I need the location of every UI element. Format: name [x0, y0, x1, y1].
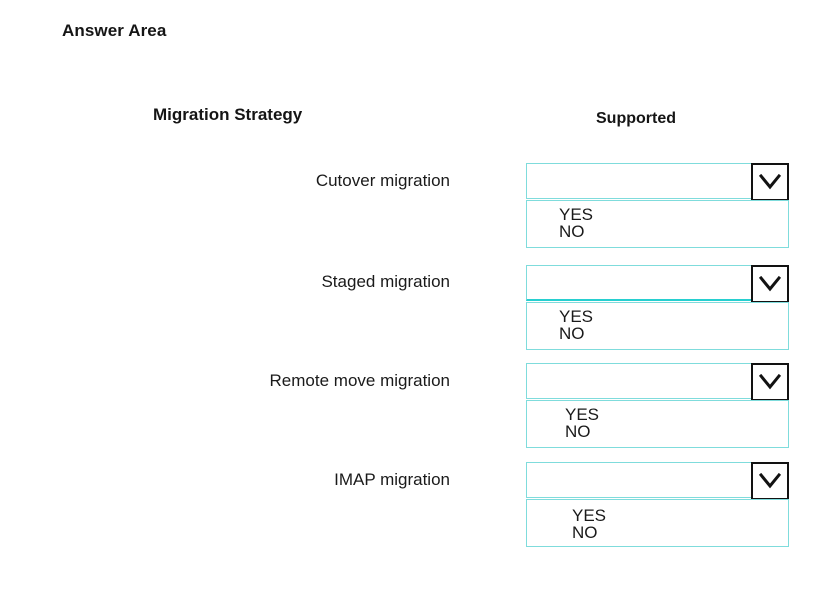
dropdown-options-cutover-migration[interactable]: YES NO	[526, 200, 789, 248]
dropdown-cutover-migration[interactable]: YES NO	[526, 163, 789, 248]
dropdown-option-no[interactable]: NO	[559, 222, 585, 241]
page-title: Answer Area	[62, 21, 167, 40]
dropdown-options-imap-migration[interactable]: YES NO	[526, 499, 789, 547]
dropdown-options-remote-move-migration[interactable]: YES NO	[526, 400, 789, 448]
dropdown-field-remote-move-migration[interactable]	[526, 363, 789, 401]
column-header-supported: Supported	[596, 110, 676, 127]
chevron-down-icon[interactable]	[751, 363, 789, 401]
chevron-down-icon[interactable]	[751, 163, 789, 201]
dropdown-option-yes[interactable]: YES	[565, 405, 600, 424]
dropdown-field-imap-migration[interactable]	[526, 462, 789, 500]
dropdown-field-staged-migration[interactable]	[526, 265, 789, 303]
dropdown-staged-migration[interactable]: YES NO	[526, 265, 789, 350]
chevron-down-icon[interactable]	[751, 265, 789, 303]
dropdown-remote-move-migration[interactable]: YES NO	[526, 363, 789, 448]
dropdown-option-yes[interactable]: YES	[559, 205, 594, 224]
chevron-down-icon[interactable]	[751, 462, 789, 500]
row-label-cutover-migration: Cutover migration	[315, 171, 450, 190]
dropdown-options-staged-migration[interactable]: YES NO	[526, 302, 789, 350]
dropdown-field-cutover-migration[interactable]	[526, 163, 789, 201]
dropdown-option-yes[interactable]: YES	[559, 307, 594, 326]
dropdown-imap-migration[interactable]: YES NO	[526, 462, 789, 547]
row-label-remote-move-migration: Remote move migration	[269, 371, 450, 390]
row-label-imap-migration: IMAP migration	[334, 470, 450, 489]
dropdown-option-no[interactable]: NO	[559, 324, 585, 343]
row-label-staged-migration: Staged migration	[321, 272, 450, 291]
dropdown-option-yes[interactable]: YES	[572, 506, 607, 525]
dropdown-option-no[interactable]: NO	[572, 523, 598, 542]
column-header-migration-strategy: Migration Strategy	[153, 105, 303, 124]
dropdown-option-no[interactable]: NO	[565, 422, 591, 441]
